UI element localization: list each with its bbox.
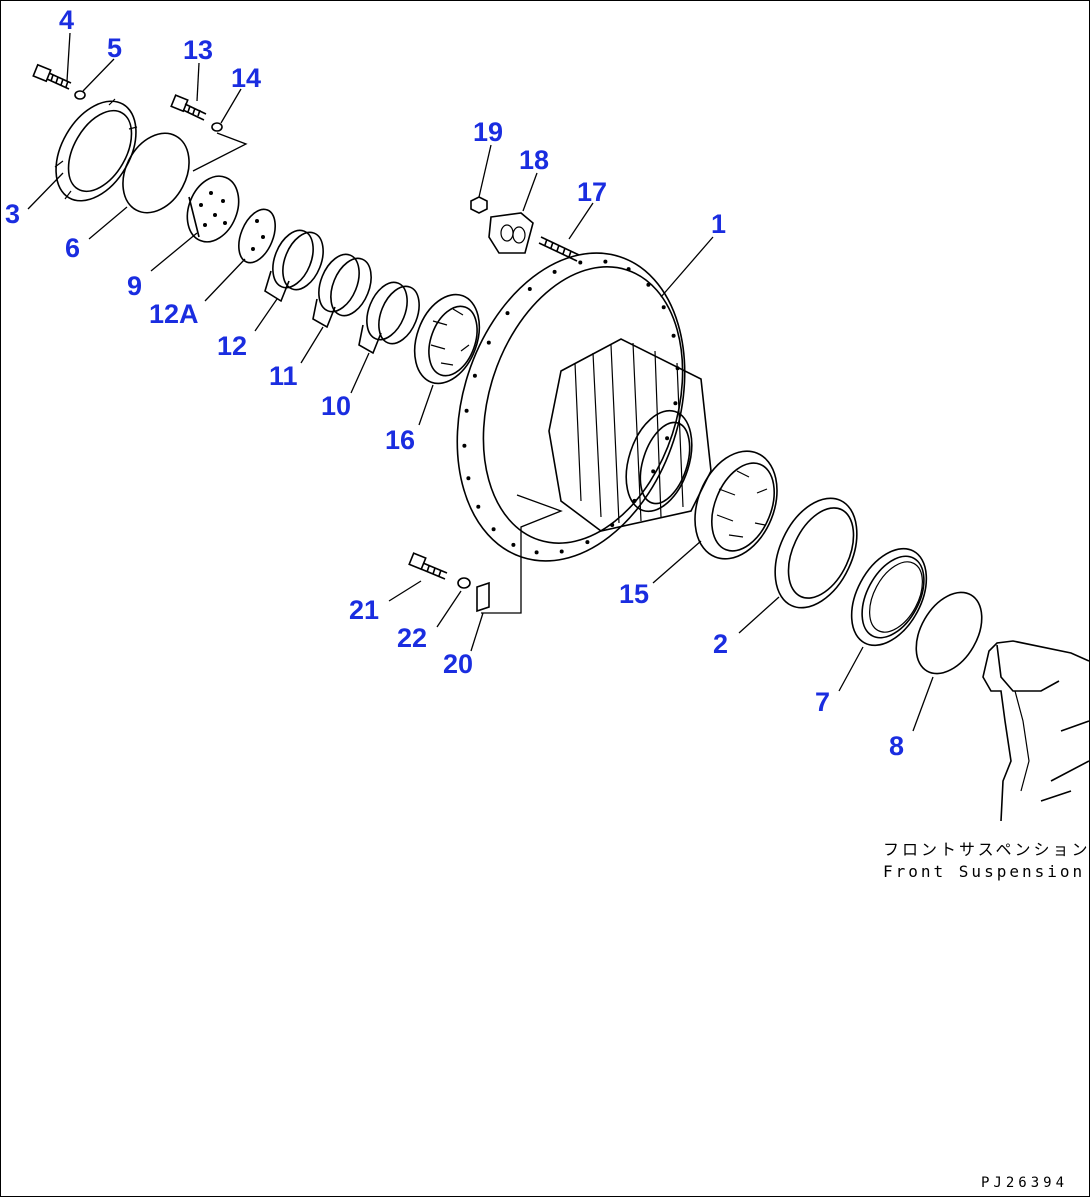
callout-17: 17 <box>577 177 607 207</box>
part-2-race <box>774 497 858 609</box>
part-16-bearing <box>413 293 481 385</box>
hub-bolt-hole <box>661 305 666 310</box>
hub-bolt-hole <box>534 550 539 555</box>
part-12a-shim <box>238 208 276 264</box>
hub-bolt-hole <box>632 498 637 503</box>
hub-bolt-hole <box>552 269 557 274</box>
part-14-washer <box>211 122 223 132</box>
part-13-bolt <box>170 94 207 121</box>
hub-bolt-hole <box>505 311 510 316</box>
caption-english: Front Suspension <box>883 862 1085 881</box>
caption-japanese: フロントサスペンション <box>883 840 1089 859</box>
callout-1: 1 <box>711 209 726 239</box>
part-12-shim <box>264 229 324 303</box>
part-18-clamp <box>488 212 534 254</box>
callout-7: 7 <box>815 687 830 717</box>
hub-bolt-hole <box>626 267 631 272</box>
front-suspension-outline <box>982 640 1089 822</box>
callout-14: 14 <box>231 63 261 93</box>
hub-bolt-hole <box>603 259 608 264</box>
part-19-nut <box>470 196 488 214</box>
hub-bolt-hole <box>585 540 590 545</box>
hub-bolt-hole <box>651 469 656 474</box>
part-7-seal <box>850 547 928 647</box>
part-20-lock-plate <box>476 581 490 613</box>
hub-bolt-hole <box>673 401 678 406</box>
callout-15: 15 <box>619 579 649 609</box>
hub-bolt-hole <box>671 333 676 338</box>
part-6-gasket <box>122 132 190 214</box>
part-21-bolt <box>408 552 448 580</box>
callout-12: 12 <box>217 331 247 361</box>
hub-bolt-hole <box>466 476 471 481</box>
callout-11: 11 <box>269 361 298 391</box>
part-1-hub <box>456 252 712 614</box>
hub-bolt-hole <box>527 287 532 291</box>
callout-16: 16 <box>385 425 415 455</box>
hub-bolt-hole <box>486 340 491 345</box>
drawing-code: PJ26394 <box>981 1175 1068 1191</box>
hub-bolt-hole <box>578 260 583 265</box>
hub-bolt-hole <box>675 366 680 371</box>
callout-2: 2 <box>713 629 728 659</box>
hub-bolt-hole <box>559 549 564 554</box>
part-3-cover <box>54 98 138 202</box>
part-17-stud <box>538 236 580 262</box>
callout-10: 10 <box>321 391 351 421</box>
callout-20: 20 <box>443 649 473 679</box>
callout-4: 4 <box>59 5 74 35</box>
callout-8: 8 <box>889 731 904 761</box>
callout-18: 18 <box>519 145 549 175</box>
callout-22: 22 <box>397 623 427 653</box>
part-22-washer <box>457 577 471 589</box>
callout-3: 3 <box>5 199 20 229</box>
callout-6: 6 <box>65 233 80 263</box>
callout-12a: 12A <box>149 299 199 329</box>
leader-lines <box>27 32 934 732</box>
hub-bolt-hole <box>646 282 651 287</box>
part-5-washer <box>74 90 86 100</box>
hub-bolt-hole <box>665 436 670 441</box>
callout-21: 21 <box>349 595 379 625</box>
part-15-bearing <box>694 450 778 560</box>
part-11-shim <box>312 253 372 329</box>
callout-19: 19 <box>473 117 503 147</box>
hub-bolt-hole <box>464 408 469 413</box>
hub-bolt-hole <box>491 527 496 532</box>
callout-13: 13 <box>183 35 213 65</box>
callout-5: 5 <box>107 33 122 63</box>
part-10-shim <box>358 281 420 355</box>
hub-bolt-hole <box>472 373 477 378</box>
hub-bolt-hole <box>511 542 516 547</box>
part-9-plate <box>186 175 240 243</box>
hub-bolt-hole <box>476 504 481 509</box>
hub-bolt-hole <box>610 523 615 527</box>
callout-9: 9 <box>127 271 142 301</box>
hub-bolt-hole <box>462 443 467 448</box>
part-4-bolt <box>32 63 72 90</box>
part-8-ring <box>915 591 983 675</box>
